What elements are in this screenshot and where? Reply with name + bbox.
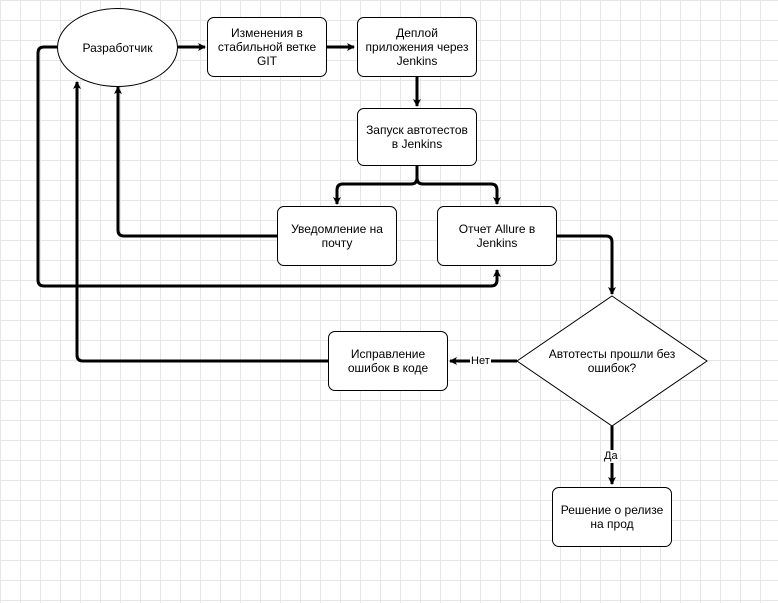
node-allure-report[interactable]: Отчет Allure в Jenkins <box>437 206 557 266</box>
node-email-notify-label: Уведомление на почту <box>291 222 383 250</box>
node-developer-label: Разработчик <box>82 40 153 55</box>
node-decision[interactable]: Автотесты прошли без ошибок? <box>532 336 692 386</box>
edge-tests-to-email <box>333 166 419 205</box>
node-decision-label: Автотесты прошли без ошибок? <box>548 347 676 375</box>
node-git-changes-label: Изменения в стабильной ветке GIT <box>217 26 317 68</box>
node-release-label: Решение о релизе на прод <box>560 503 664 531</box>
node-allure-report-label: Отчет Allure в Jenkins <box>458 222 536 250</box>
node-run-tests-label: Запуск автотестов в Jenkins <box>366 123 468 151</box>
node-email-notify[interactable]: Уведомление на почту <box>277 206 397 266</box>
node-developer[interactable]: Разработчик <box>57 8 178 87</box>
decision-diamond-shape <box>516 295 708 427</box>
node-fix-bugs[interactable]: Исправление ошибок в коде <box>328 331 448 391</box>
edge-label-no: Нет <box>470 355 491 368</box>
node-release[interactable]: Решение о релизе на прод <box>552 487 672 547</box>
edge-tests-to-allure <box>415 166 501 205</box>
node-deploy-label: Деплой приложения через Jenkins <box>365 26 469 68</box>
node-run-tests[interactable]: Запуск автотестов в Jenkins <box>357 108 477 166</box>
edge-allure-to-decision <box>557 234 616 295</box>
edge-fix-to-developer <box>73 81 328 363</box>
edge-label-yes: Да <box>603 450 619 463</box>
node-fix-bugs-label: Исправление ошибок в коде <box>347 347 429 375</box>
edge-developer-to-allure <box>36 45 501 288</box>
edge-email-to-developer <box>114 86 277 238</box>
node-git-changes[interactable]: Изменения в стабильной ветке GIT <box>207 17 327 77</box>
node-deploy[interactable]: Деплой приложения через Jenkins <box>357 17 477 77</box>
